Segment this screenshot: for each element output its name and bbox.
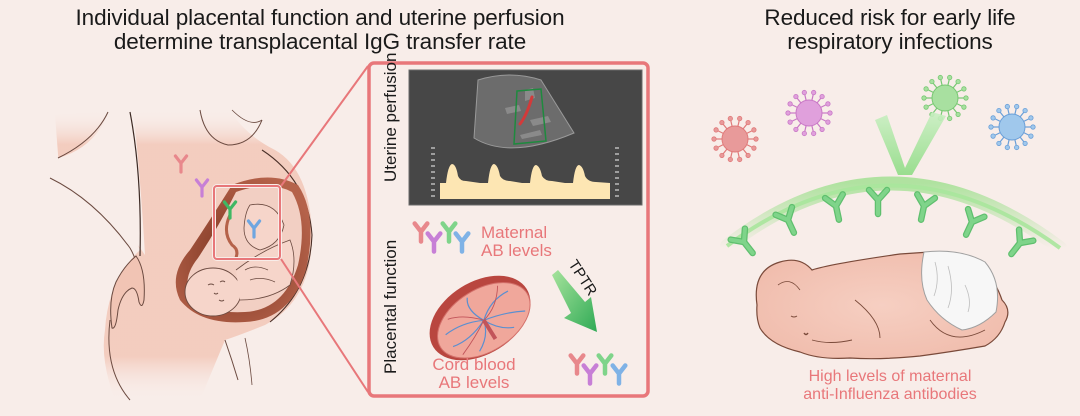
baby-caption-line-1: High levels of maternal bbox=[808, 368, 972, 385]
right-title-line-1: Reduced risk for early life bbox=[764, 5, 1016, 30]
left-title-line-1: Individual placental function and uterin… bbox=[75, 5, 565, 30]
doppler-waveform bbox=[440, 164, 610, 199]
viruses bbox=[711, 74, 1036, 163]
large-antibody-icon bbox=[875, 112, 946, 175]
left-title: Individual placental function and uterin… bbox=[40, 6, 600, 54]
placental-function-label: Placental function bbox=[381, 240, 400, 374]
baby-caption-line-2: anti-Influenza antibodies bbox=[803, 386, 977, 403]
left-title-line-2: determine transplacental IgG transfer ra… bbox=[113, 29, 527, 54]
virus-icon-green bbox=[921, 74, 969, 122]
uterine-perfusion-label: Uterine perfusion bbox=[381, 53, 400, 182]
baby-caption: High levels of maternal anti-Influenza a… bbox=[760, 368, 1020, 404]
doppler-ultrasound bbox=[408, 69, 643, 206]
shield-antibody-icon bbox=[773, 205, 796, 235]
cord-blood-label-line-1: Cord blood bbox=[432, 355, 515, 374]
virus-icon-purple bbox=[785, 89, 833, 137]
shield-antibody-icon bbox=[1009, 227, 1036, 257]
shield-antibody-icon bbox=[964, 207, 987, 237]
right-title: Reduced risk for early life respiratory … bbox=[700, 6, 1080, 54]
shield-antibody-icon bbox=[915, 192, 937, 222]
maternal-ab-label-line-1: Maternal bbox=[481, 223, 547, 242]
shield-antibody-icon bbox=[823, 192, 845, 222]
doppler-scale-right bbox=[615, 147, 619, 197]
shield-antibodies bbox=[727, 186, 1037, 258]
tptr-arrow bbox=[552, 270, 597, 332]
maternal-ab-label-line-2: AB levels bbox=[481, 241, 552, 260]
virus-icon-blue bbox=[988, 103, 1036, 151]
placenta bbox=[429, 275, 531, 361]
shield-antibody-icon bbox=[867, 188, 889, 216]
cord-blood-label-line-2: AB levels bbox=[439, 373, 510, 392]
baby bbox=[755, 250, 1009, 360]
right-title-line-2: respiratory infections bbox=[787, 29, 993, 54]
virus-icon-red bbox=[711, 115, 759, 163]
shield-antibody-icon bbox=[728, 226, 755, 256]
zoom-indicator bbox=[212, 65, 369, 393]
doppler-scale-left bbox=[431, 147, 435, 197]
